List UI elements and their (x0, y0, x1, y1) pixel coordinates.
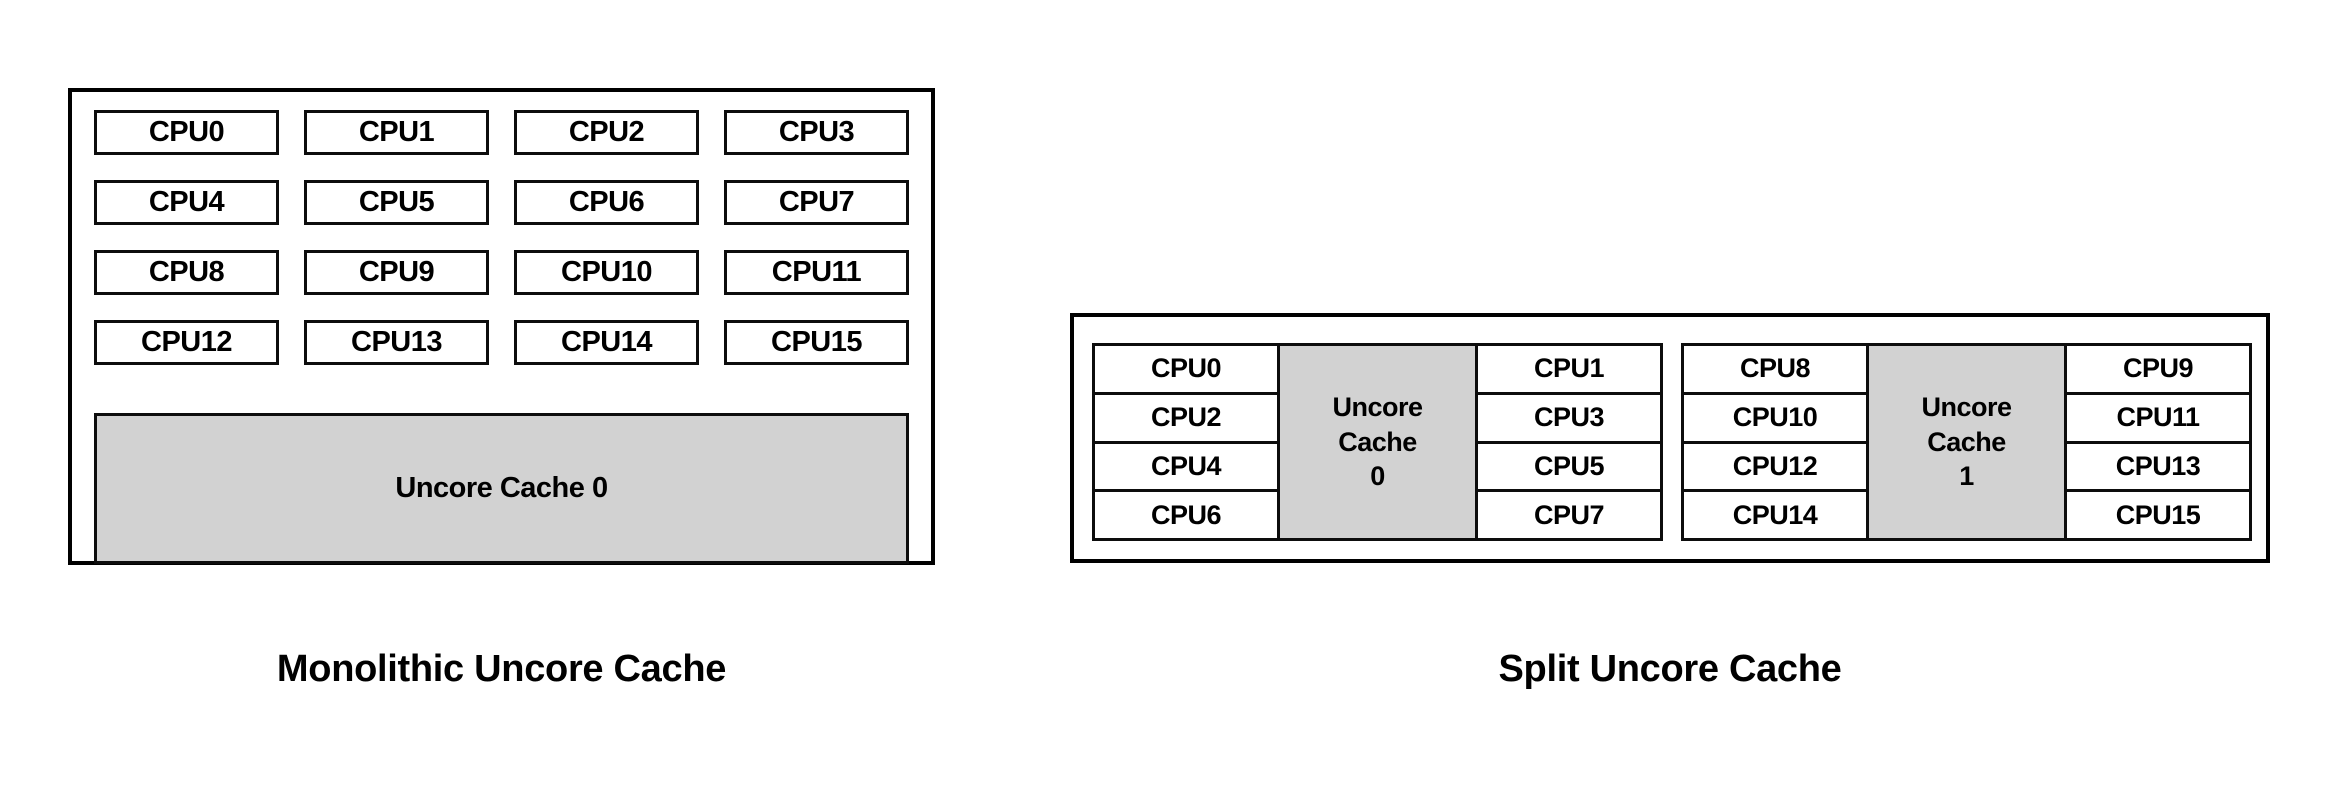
uncore-cache-block: Uncore Cache 0 (1277, 346, 1478, 538)
cpu-box: CPU5 (1478, 443, 1660, 493)
cpu-box: CPU0 (1095, 346, 1277, 395)
cpu-box: CPU15 (724, 320, 909, 365)
uncore-cache-block: Uncore Cache 0 (94, 413, 909, 564)
monolithic-diagram-inner: CPU0 CPU1 CPU2 CPU3 CPU4 CPU5 CPU6 CPU7 … (94, 110, 909, 564)
cpu-box: CPU8 (1684, 346, 1866, 395)
monolithic-diagram-caption: Monolithic Uncore Cache (276, 648, 727, 690)
uncore-cache-label-line: Uncore (1332, 392, 1423, 423)
cpu-column-right: CPU1 CPU3 CPU5 CPU7 (1478, 346, 1660, 538)
cpu-box: CPU7 (1478, 492, 1660, 538)
cpu-box: CPU13 (2067, 443, 2249, 493)
cpu-box: CPU12 (94, 320, 279, 365)
cpu-box: CPU1 (304, 110, 489, 155)
split-cache-group: CPU0 CPU2 CPU4 CPU6 Uncore Cache 0 CPU1 … (1092, 343, 1663, 541)
split-diagram-inner: CPU0 CPU2 CPU4 CPU6 Uncore Cache 0 CPU1 … (1092, 343, 2252, 541)
cpu-box: CPU9 (304, 250, 489, 295)
cpu-box: CPU8 (94, 250, 279, 295)
uncore-cache-label-line: Cache (1338, 426, 1417, 457)
uncore-cache-label-line: 1 (1959, 461, 1974, 492)
uncore-cache-label-line: Cache (1927, 426, 2006, 457)
cpu-box: CPU10 (514, 250, 699, 295)
cpu-column-right: CPU9 CPU11 CPU13 CPU15 (2067, 346, 2249, 538)
cpu-box: CPU4 (94, 180, 279, 225)
monolithic-cpu-grid: CPU0 CPU1 CPU2 CPU3 CPU4 CPU5 CPU6 CPU7 … (94, 110, 909, 365)
cpu-box: CPU3 (724, 110, 909, 155)
split-cache-group: CPU8 CPU10 CPU12 CPU14 Uncore Cache 1 CP… (1681, 343, 2252, 541)
uncore-cache-block: Uncore Cache 1 (1866, 346, 2067, 538)
uncore-cache-label-line: Uncore (1921, 392, 2012, 423)
cpu-box: CPU6 (514, 180, 699, 225)
cpu-box: CPU0 (94, 110, 279, 155)
split-uncore-diagram: CPU0 CPU2 CPU4 CPU6 Uncore Cache 0 CPU1 … (1070, 313, 2270, 563)
cpu-box: CPU13 (304, 320, 489, 365)
cpu-box: CPU4 (1095, 443, 1277, 493)
cpu-box: CPU9 (2067, 346, 2249, 395)
monolithic-uncore-diagram: CPU0 CPU1 CPU2 CPU3 CPU4 CPU5 CPU6 CPU7 … (68, 88, 935, 565)
uncore-cache-label-line: 0 (1370, 461, 1385, 492)
cpu-box: CPU2 (514, 110, 699, 155)
cpu-box: CPU14 (514, 320, 699, 365)
cpu-box: CPU11 (2067, 394, 2249, 444)
cpu-box: CPU1 (1478, 346, 1660, 395)
cpu-box: CPU2 (1095, 394, 1277, 444)
cpu-box: CPU11 (724, 250, 909, 295)
cpu-box: CPU10 (1684, 394, 1866, 444)
cpu-box: CPU15 (2067, 492, 2249, 538)
cpu-box: CPU12 (1684, 443, 1866, 493)
cpu-box: CPU5 (304, 180, 489, 225)
cpu-column-left: CPU8 CPU10 CPU12 CPU14 (1684, 346, 1866, 538)
cpu-column-left: CPU0 CPU2 CPU4 CPU6 (1095, 346, 1277, 538)
cpu-box: CPU6 (1095, 492, 1277, 538)
cpu-box: CPU14 (1684, 492, 1866, 538)
cpu-box: CPU7 (724, 180, 909, 225)
cpu-box: CPU3 (1478, 394, 1660, 444)
split-diagram-caption: Split Uncore Cache (1498, 648, 1842, 690)
